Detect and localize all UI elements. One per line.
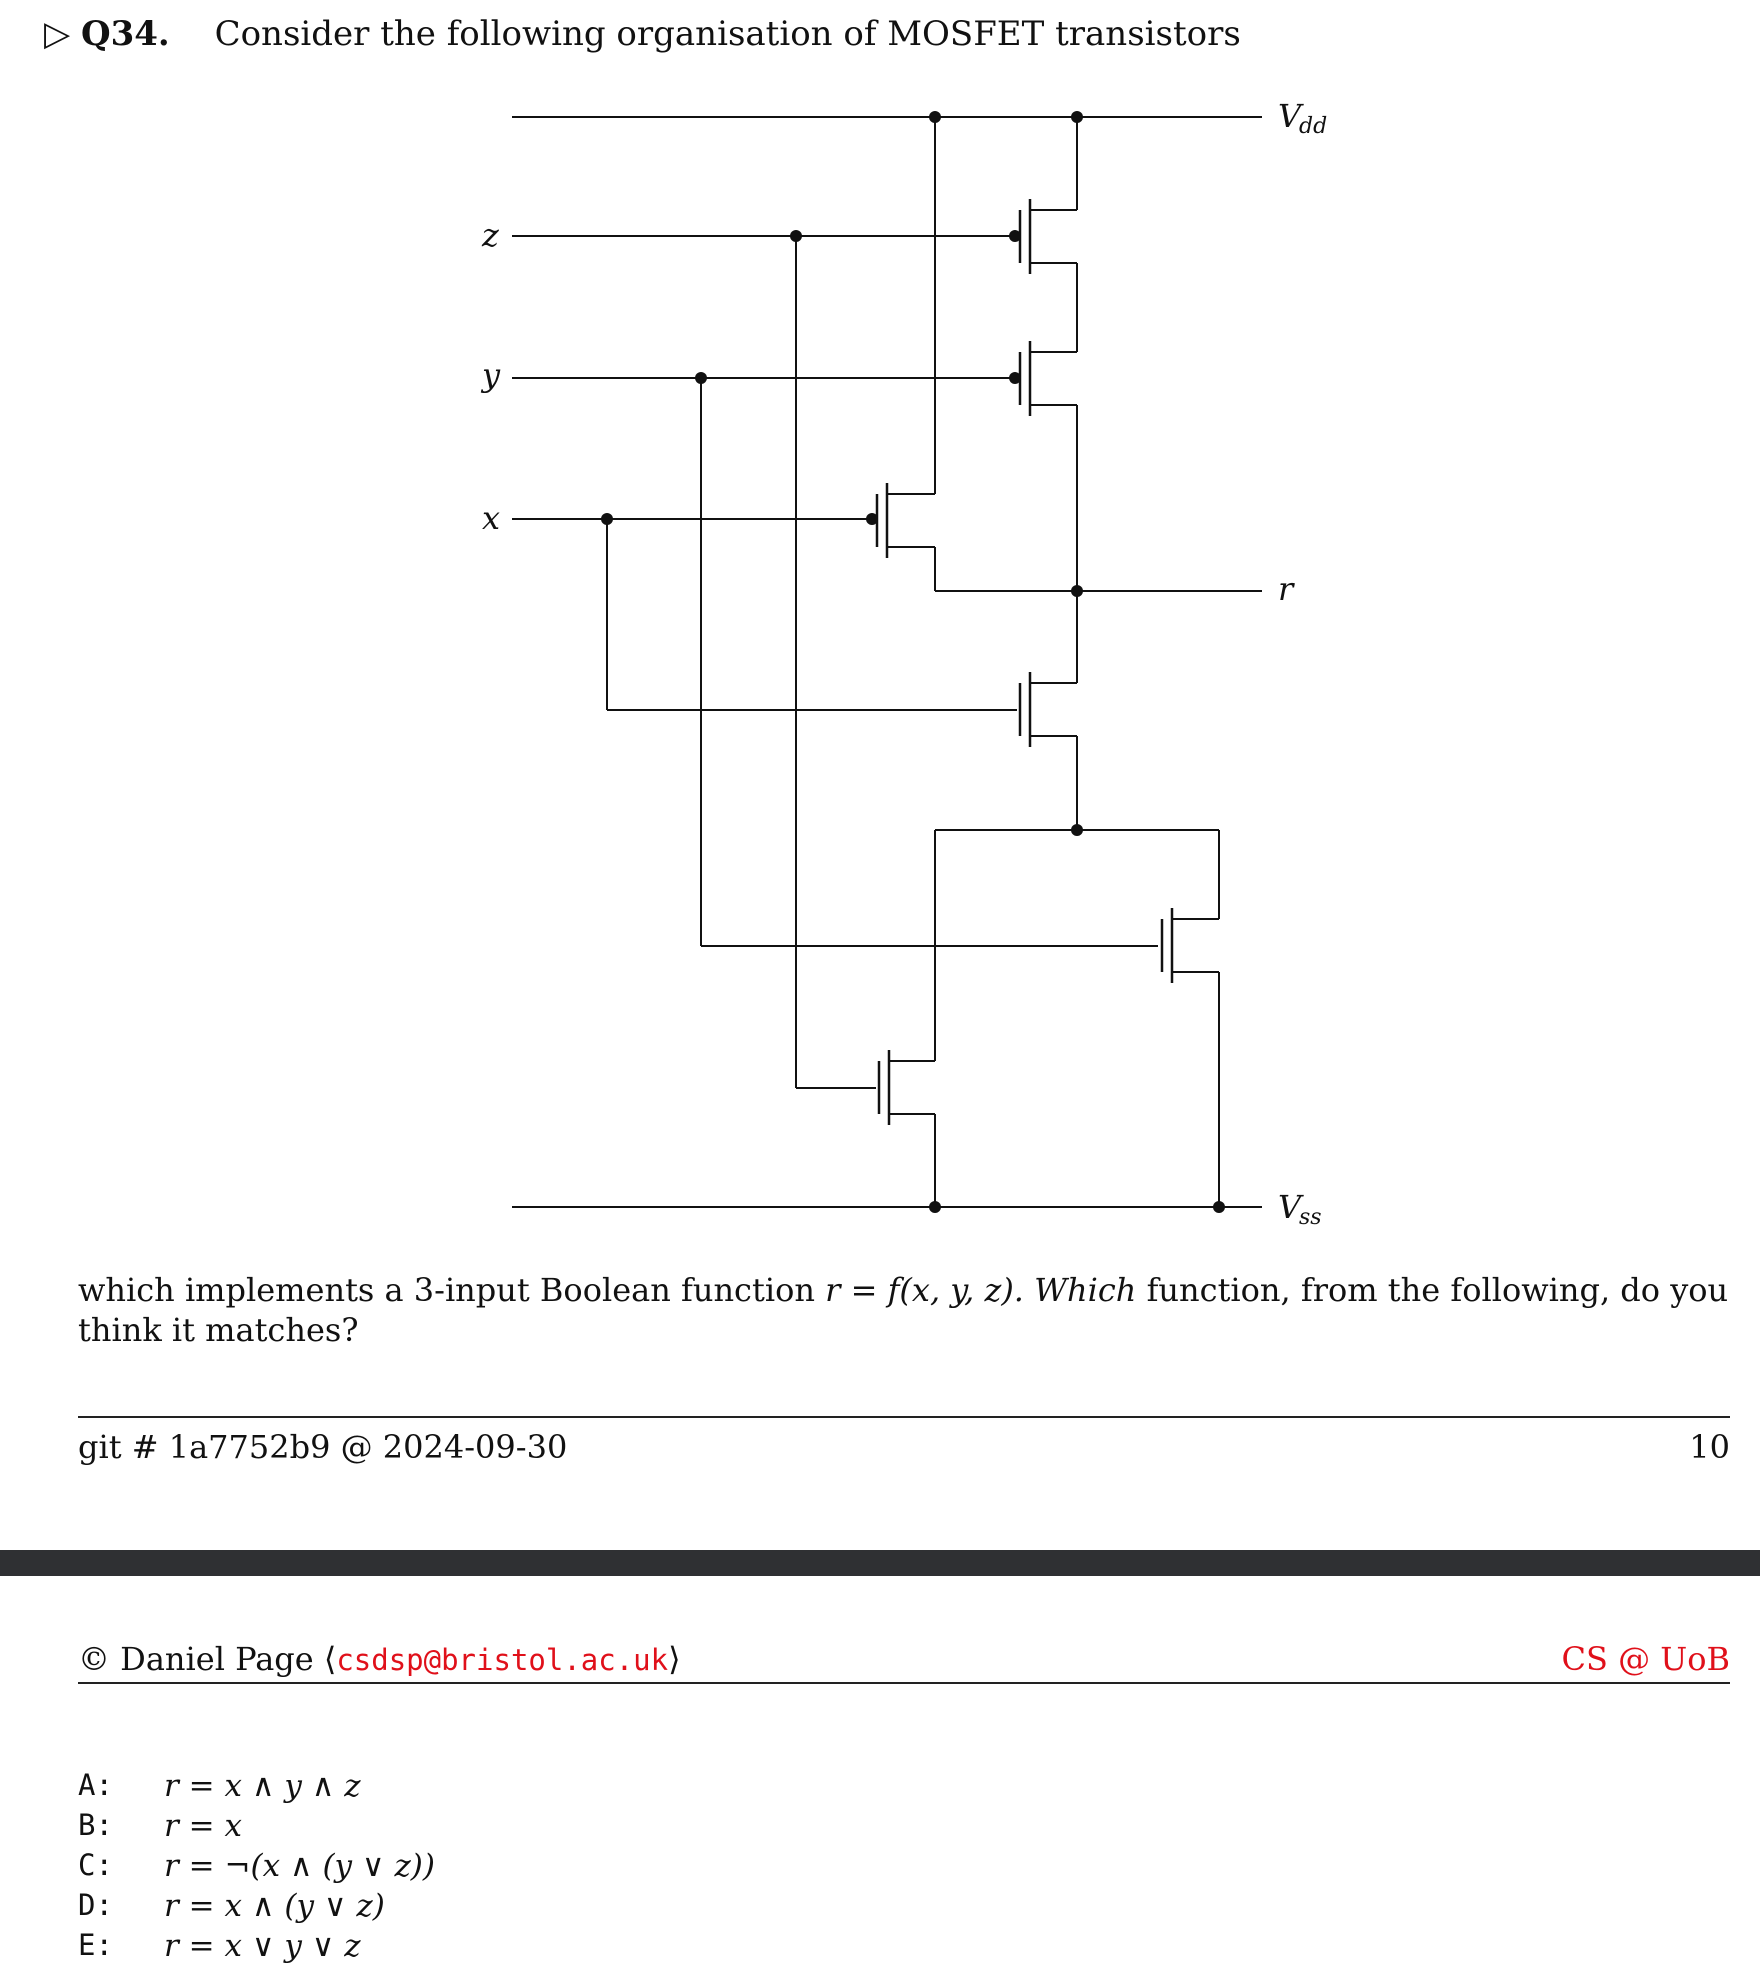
question-body: which implements a 3-input Boolean funct… <box>78 1270 1734 1350</box>
option-expression: r = x ∧ (y ∨ z) <box>164 1888 385 1924</box>
vss-label: V <box>1278 1188 1304 1226</box>
transistor-symbols <box>875 199 1174 1125</box>
option-label: E: <box>78 1928 113 1962</box>
body-text-1: which implements a 3-input Boolean funct… <box>78 1271 826 1309</box>
copyright-line: © Daniel Page ⟨csdsp@bristol.ac.uk⟩ <box>78 1640 681 1678</box>
triangle-marker-icon: ▷ <box>44 14 71 54</box>
option-label: D: <box>78 1888 113 1922</box>
body-which: Which <box>1034 1271 1137 1309</box>
option-label: A: <box>78 1768 113 1802</box>
copyright-suffix: ⟩ <box>668 1640 681 1678</box>
organisation-link[interactable]: CS @ UoB <box>1561 1640 1731 1678</box>
copyright-prefix: © Daniel Page ⟨ <box>78 1640 337 1678</box>
junction-dots <box>601 111 1225 1213</box>
page-separator-band <box>0 1550 1760 1576</box>
vdd-label: V <box>1278 97 1304 135</box>
vdd-subscript: dd <box>1299 114 1327 139</box>
option-label: B: <box>78 1808 113 1842</box>
y-label: y <box>480 356 501 394</box>
z-label: z <box>481 216 500 254</box>
option-expression: r = x <box>164 1808 242 1844</box>
mosfet-circuit-diagram: V dd V ss z y x r <box>480 97 1327 1230</box>
option-expression: r = x ∨ y ∨ z <box>164 1928 361 1964</box>
header-rule <box>78 1682 1730 1684</box>
circuit-labels: V dd V ss z y x r <box>480 97 1327 1230</box>
question-number: Q34. <box>80 14 170 54</box>
git-revision: git # 1a7752b9 @ 2024-09-30 <box>78 1428 568 1466</box>
vss-subscript: ss <box>1299 1205 1322 1230</box>
function-formula: r = f(x, y, z). <box>825 1271 1024 1309</box>
question-prompt: Consider the following organisation of M… <box>214 14 1241 54</box>
option-expression: r = x ∧ y ∧ z <box>164 1768 361 1804</box>
question-heading: ▷ Q34. Consider the following organisati… <box>44 14 1241 54</box>
page-number: 10 <box>1689 1428 1730 1466</box>
author-email-link[interactable]: csdsp@bristol.ac.uk <box>336 1643 669 1677</box>
option-expression: r = ¬(x ∧ (y ∨ z)) <box>164 1848 435 1884</box>
body-text-2: function, from the following, do you thi… <box>78 1271 1729 1349</box>
option-label: C: <box>78 1848 113 1882</box>
footer-rule <box>78 1416 1730 1418</box>
circuit-wires <box>512 116 1262 1208</box>
r-label: r <box>1278 570 1295 608</box>
x-label: x <box>482 499 500 537</box>
